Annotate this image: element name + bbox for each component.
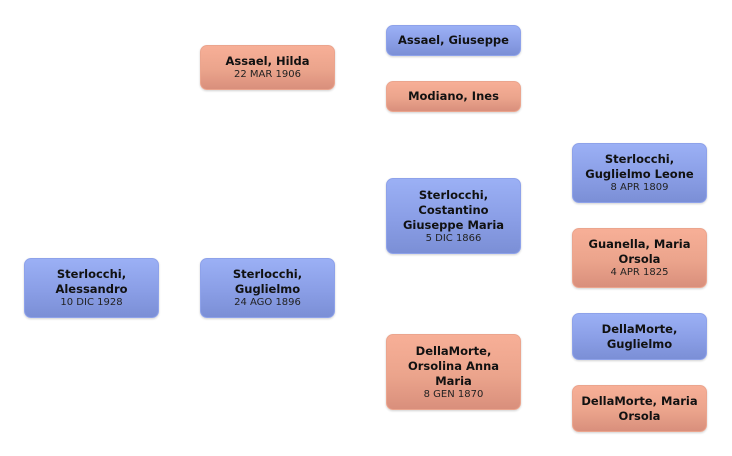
- person-name: Sterlocchi, Guglielmo: [232, 267, 303, 296]
- person-node-hilda[interactable]: Assael, Hilda 22 MAR 1906: [200, 45, 335, 90]
- person-date: 22 MAR 1906: [234, 69, 301, 80]
- person-node-costantino[interactable]: Sterlocchi, Costantino Giuseppe Maria 5 …: [386, 178, 521, 254]
- person-name: DellaMorte, Maria Orsola: [581, 393, 698, 423]
- person-date: 5 DIC 1866: [425, 232, 482, 244]
- person-node-guglielmo-leone[interactable]: Sterlocchi, Guglielmo Leone 8 APR 1809: [572, 143, 707, 203]
- person-date: 10 DIC 1928: [60, 297, 123, 308]
- person-date: 4 APR 1825: [610, 267, 669, 278]
- person-name: DellaMorte, Orsolina Anna Maria: [407, 343, 500, 388]
- person-node-alessandro[interactable]: Sterlocchi, Alessandro 10 DIC 1928: [24, 258, 159, 318]
- person-name: Assael, Hilda: [225, 54, 310, 68]
- person-name: Sterlocchi, Guglielmo Leone: [585, 152, 694, 181]
- person-name: Assael, Giuseppe: [398, 33, 509, 47]
- person-date: 8 APR 1809: [610, 182, 669, 193]
- person-name: Sterlocchi, Alessandro: [55, 267, 128, 296]
- person-name: Sterlocchi, Costantino Giuseppe Maria: [402, 187, 505, 232]
- person-node-ines[interactable]: Modiano, Ines: [386, 81, 521, 112]
- person-name: Guanella, Maria Orsola: [588, 237, 691, 266]
- person-node-giuseppe[interactable]: Assael, Giuseppe: [386, 25, 521, 56]
- person-name: DellaMorte, Guglielmo: [601, 321, 678, 351]
- person-date: 8 GEN 1870: [423, 388, 484, 400]
- person-node-guglielmo[interactable]: Sterlocchi, Guglielmo 24 AGO 1896: [200, 258, 335, 318]
- person-node-orsolina[interactable]: DellaMorte, Orsolina Anna Maria 8 GEN 18…: [386, 334, 521, 410]
- person-name: Modiano, Ines: [408, 89, 499, 103]
- person-node-dellamorte-guglielmo[interactable]: DellaMorte, Guglielmo: [572, 313, 707, 360]
- person-date: 24 AGO 1896: [234, 297, 301, 308]
- person-node-dellamorte-maria-orsola[interactable]: DellaMorte, Maria Orsola: [572, 385, 707, 432]
- person-node-guanella[interactable]: Guanella, Maria Orsola 4 APR 1825: [572, 228, 707, 288]
